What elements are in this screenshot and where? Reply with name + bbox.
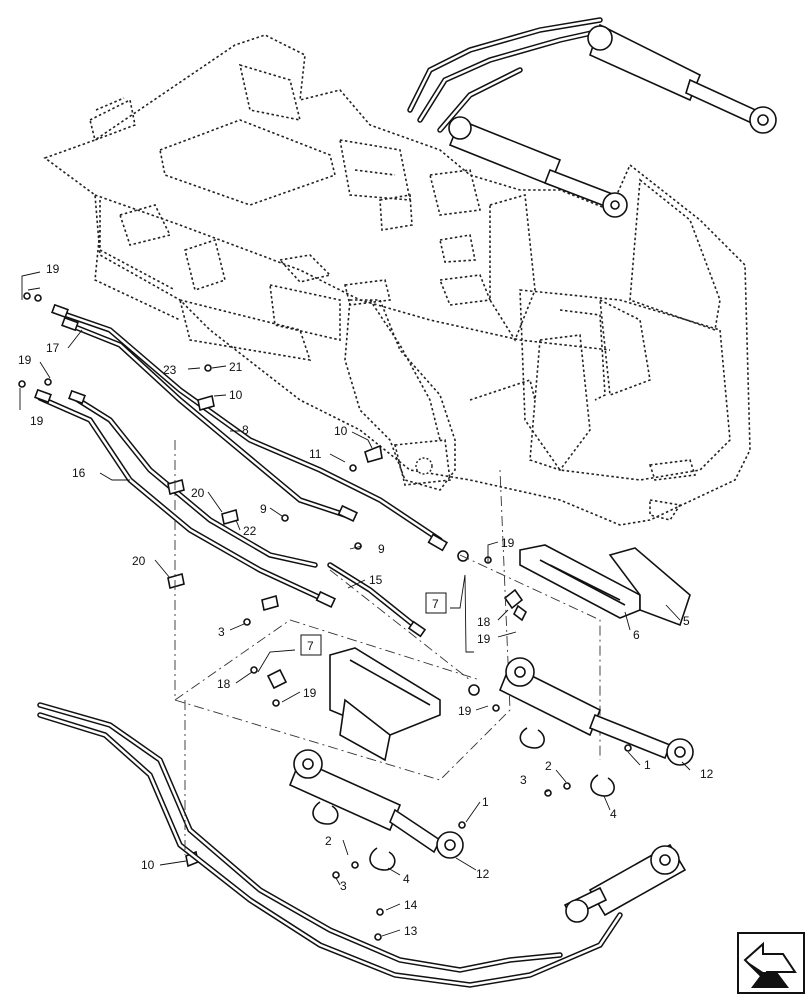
callout-19: 19 (477, 632, 491, 646)
callout-12: 12 (700, 767, 714, 781)
callout-21: 21 (229, 360, 243, 374)
kit-box-7-left (300, 634, 322, 656)
callout-19: 19 (303, 686, 317, 700)
callout-20: 20 (132, 554, 146, 568)
lower-hose-lines (37, 702, 687, 988)
callout-22: 22 (243, 524, 257, 538)
callout-19: 19 (458, 704, 472, 718)
callout-18: 18 (217, 677, 231, 691)
next-page-button[interactable] (737, 932, 805, 994)
callout-7: 7 (307, 639, 314, 653)
covers (329, 544, 691, 762)
callout-20: 20 (191, 486, 205, 500)
callout-2: 2 (545, 759, 552, 773)
callout-6: 6 (633, 628, 640, 642)
callout-17: 17 (46, 341, 60, 355)
callout-19: 19 (501, 536, 515, 550)
callout-3: 3 (218, 625, 225, 639)
callout-10: 10 (141, 858, 155, 872)
lift-cylinders (288, 657, 694, 871)
hose-lines (34, 303, 449, 638)
callout-19: 19 (46, 262, 60, 276)
callout-labels: 19 17 19 19 16 23 21 10 8 10 11 20 22 9 … (18, 262, 714, 938)
callout-7: 7 (432, 597, 439, 611)
callout-9: 9 (378, 542, 385, 556)
callout-11: 11 (309, 447, 322, 461)
callout-23: 23 (163, 363, 177, 377)
callout-13: 13 (404, 924, 418, 938)
machine-frame (43, 34, 751, 526)
callout-4: 4 (610, 807, 617, 821)
callout-2: 2 (325, 834, 332, 848)
callout-3: 3 (340, 879, 347, 893)
callout-18: 18 (477, 615, 491, 629)
kit-box-7-right (425, 592, 447, 614)
callout-19: 19 (18, 353, 32, 367)
assembly-boundaries (174, 440, 601, 855)
callout-4: 4 (403, 872, 410, 886)
upper-cylinder-assembly (407, 17, 777, 218)
leader-lines (19, 271, 691, 937)
callout-12: 12 (476, 867, 490, 881)
callout-19: 19 (30, 414, 44, 428)
callout-3: 3 (520, 773, 527, 787)
callout-8: 8 (242, 423, 249, 437)
next-page-arrow-icon (737, 932, 805, 994)
small-hardware (18, 292, 632, 941)
callout-10: 10 (334, 424, 348, 438)
callout-9: 9 (260, 502, 267, 516)
callout-16: 16 (72, 466, 86, 480)
callout-1: 1 (482, 795, 489, 809)
callout-5: 5 (683, 614, 690, 628)
callout-14: 14 (404, 898, 418, 912)
callout-1: 1 (644, 758, 651, 772)
callout-10: 10 (229, 388, 243, 402)
callout-15: 15 (369, 573, 383, 587)
